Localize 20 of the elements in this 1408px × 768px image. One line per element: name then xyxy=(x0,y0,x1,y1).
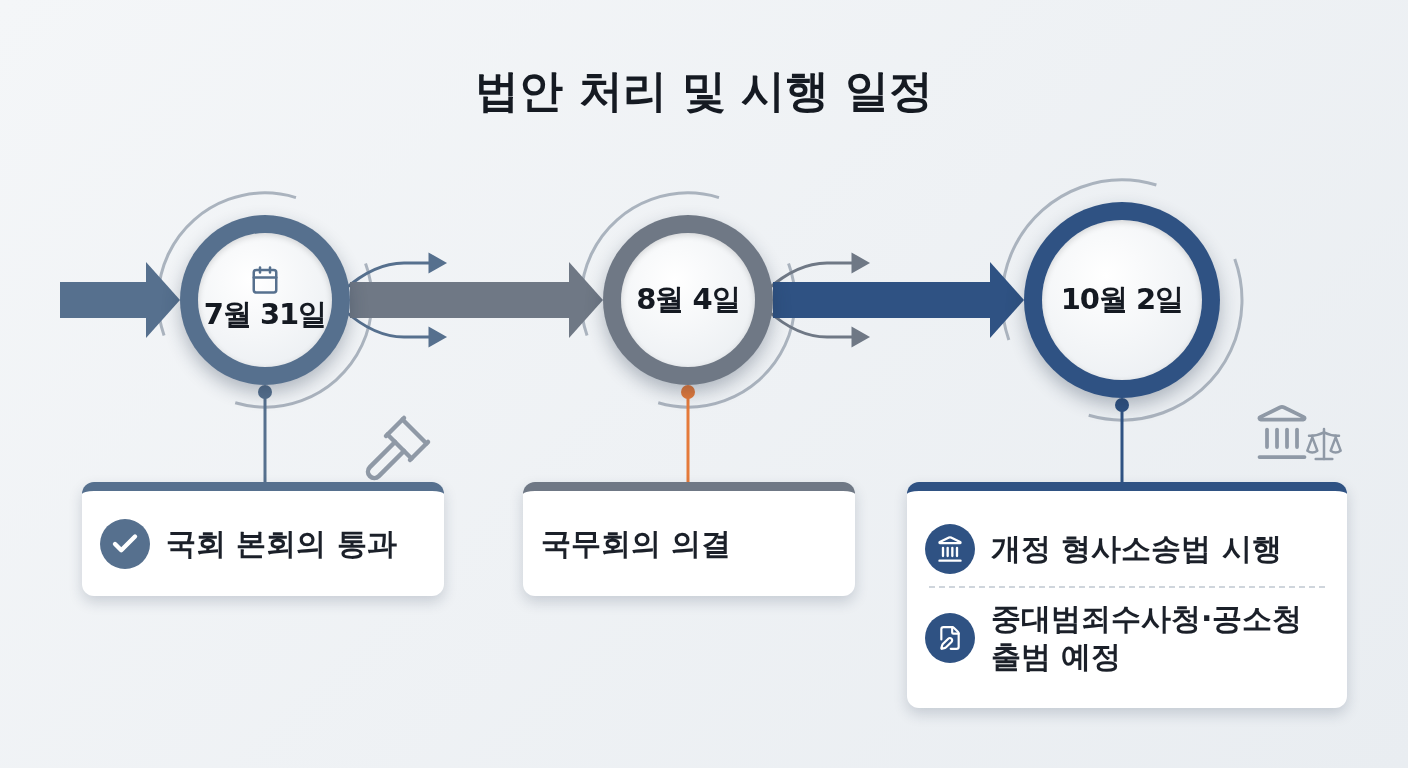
date-circle xyxy=(1024,202,1220,398)
date-label: 7월 31일 xyxy=(203,296,327,333)
event-text: 국무회의 의결 xyxy=(541,524,732,563)
event-card xyxy=(907,482,1347,708)
date-circle xyxy=(603,215,773,385)
date-label: 10월 2일 xyxy=(1060,281,1184,318)
title: 법안 처리 및 시행 일정 xyxy=(475,64,933,118)
date-label: 8월 4일 xyxy=(636,281,740,318)
event-card xyxy=(82,482,444,596)
event-text: 개정 형사소송법 시행 xyxy=(991,530,1282,568)
date-circle xyxy=(180,215,350,385)
connector-line xyxy=(258,385,272,482)
connector-line xyxy=(1115,398,1129,482)
flow-arrow xyxy=(60,262,180,338)
event-card xyxy=(523,482,855,596)
connector-line xyxy=(681,385,695,482)
event-text: 중대범죄수사청·공소청 출범 예정 xyxy=(991,600,1304,675)
flow-arrow xyxy=(350,262,603,338)
flow-arrow xyxy=(773,262,1024,338)
event-text: 국회 본회의 통과 xyxy=(166,524,397,563)
